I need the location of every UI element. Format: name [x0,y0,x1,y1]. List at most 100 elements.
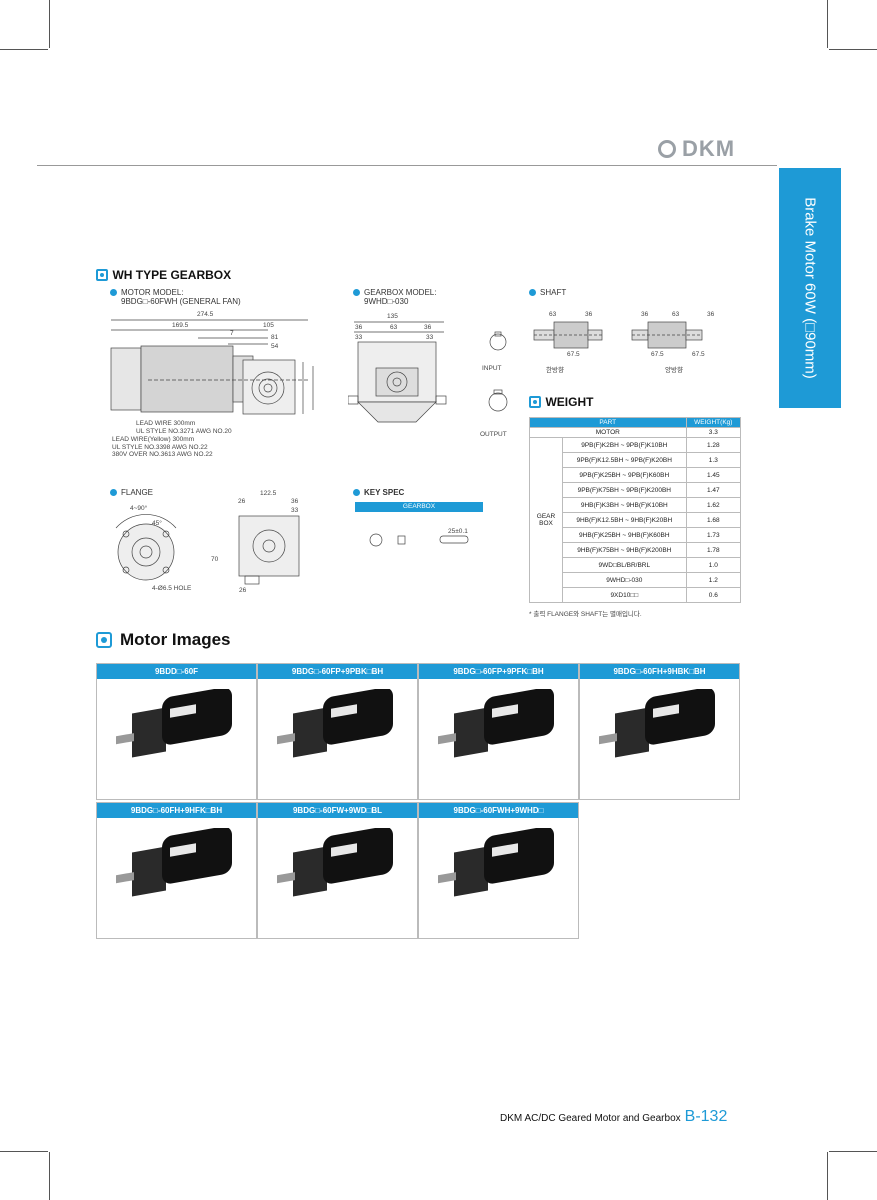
motor-photo-shape [330,704,357,718]
dim-label: 36 [707,311,715,318]
crop-mark [49,1152,50,1200]
motor-image-label: 9BDG□-60FWH+9WHD□ [419,803,578,818]
table-cell: 9XD10□□ [562,587,687,603]
table-cell: 1.78 [685,542,742,558]
table-cell: 3.3 [685,427,742,438]
motor-photo [115,689,232,758]
table-cell: 1.3 [685,452,742,468]
dim-label: 45° [152,520,162,527]
table-cell: 9PB(F)K2BH ~ 9PB(F)K10BH [562,437,687,453]
gearbox-model-label: GEARBOX MODEL: [364,288,437,297]
motor-image-label: 9BDG□-60FH+9HBK□BH [580,664,739,679]
table-cell: 9HB(F)K12.5BH ~ 9HB(F)K20BH [562,512,687,528]
dim-label: 7 [230,330,234,337]
shaft-label: SHAFT [540,288,567,297]
dim-label: 135 [387,313,398,320]
motor-side-drawing [110,319,314,415]
dim-label: 70 [211,556,219,563]
section-title: WH TYPE GEARBOX [112,268,232,282]
dim-label: 63 [672,311,680,318]
dim-label: 25±0.1 [448,528,468,535]
bullet-icon [529,289,536,297]
motor-photo-shape [453,707,488,758]
weight-col-weight: WEIGHT(Kg) [685,417,742,428]
gearbox-front-drawing [348,321,447,423]
motor-photo-shape [437,872,456,884]
header-divider [37,165,777,166]
dim-label: 63 [390,324,398,331]
motor-model-label: MOTOR MODEL: [121,288,184,297]
two-side-label: 양방향 [665,367,683,374]
gearbox-model-block: GEARBOX MODEL: 9WHD□-030 [353,288,436,306]
flange-heading: FLANGE [110,488,153,497]
weight-col-part: PART [529,417,687,428]
dim-label: 33 [291,507,299,514]
dim-label: 122.5 [260,490,277,497]
table-cell: 1.73 [685,527,742,543]
crop-mark [829,49,877,50]
motor-photo-shape [644,689,715,745]
motor-image-label: 9BDD□-60F [97,664,256,679]
key-spec-label: KEY SPEC [364,488,405,497]
flange-label: FLANGE [121,488,154,497]
table-cell: 1.47 [685,482,742,498]
shaft-heading: SHAFT [529,288,566,297]
motor-image-card: 9BDG□-60FP+9PFK□BH [418,663,579,800]
motor-photo-shape [131,707,166,758]
dim-label: 274.5 [197,311,214,318]
table-row: MOTOR 3.3 [529,427,742,438]
motor-photo-shape [292,707,327,758]
motor-image-card: 9BDG□-60FP+9PBK□BH [257,663,418,800]
key-spec-gearbox-header: GEARBOX [355,502,483,512]
motor-image-label: 9BDG□-60FP+9PBK□BH [258,664,417,679]
motor-photo-shape [491,704,518,718]
motor-photo-shape [169,704,196,718]
motor-photo-shape [491,843,518,857]
table-cell: 1.68 [685,512,742,528]
shaft-drawing [533,321,703,349]
motor-photo-shape [276,872,295,884]
table-cell: MOTOR [529,427,687,438]
brand-logo: DKM [658,136,735,162]
motor-photo [437,689,554,758]
lead-wire-note: 380V OVER NO.3613 AWG NO.22 [112,451,213,458]
motor-images-heading: Motor Images [96,630,231,650]
table-cell: 1.2 [685,572,742,588]
brand-name: DKM [682,136,736,161]
motor-photo-shape [161,689,232,745]
crop-mark [0,1151,48,1152]
motor-photo-shape [131,846,166,897]
footer-text: DKM AC/DC Geared Motor and Gearbox [500,1113,681,1124]
motor-photo-shape [453,846,488,897]
motor-photo-shape [614,707,649,758]
dim-label: 67.5 [692,351,705,358]
motor-image-card: 9BDG□-60FWH+9WHD□ [418,802,579,939]
table-cell: 9HB(F)K3BH ~ 9HB(F)K10BH [562,497,687,513]
weight-heading: WEIGHT [529,393,593,411]
table-cell: 9PB(F)K25BH ~ 9PB(F)K60BH [562,467,687,483]
gearbox-model-value: 9WHD□-030 [364,297,409,306]
dim-label: 26 [239,587,247,594]
flange-front-drawing [115,514,177,581]
motor-model-block: MOTOR MODEL: 9BDG□-60FWH (GENERAL FAN) [110,288,241,306]
weight-note: * 출력 FLANGE와 SHAFT는 별매입니다. [529,611,642,618]
lead-wire-note: UL STYLE NO.3271 AWG NO.20 [136,427,232,435]
lead-wire-note: UL STYLE NO.3398 AWG NO.22 [112,443,208,451]
crop-mark [0,49,48,50]
motor-image-card: 9BDG□-60FH+9HFK□BH [96,802,257,939]
motor-photo-shape [115,872,134,884]
motor-photo-shape [322,689,393,745]
table-cell: 9PB(F)K75BH ~ 9PB(F)K200BH [562,482,687,498]
dim-label: 67.5 [567,351,580,358]
table-cell: 9HB(F)K75BH ~ 9HB(F)K200BH [562,542,687,558]
bullet-icon [353,289,360,297]
motor-photo [437,828,554,897]
dim-label: 36 [585,311,593,318]
table-cell: 1.28 [685,437,742,453]
table-cell: 1.62 [685,497,742,513]
